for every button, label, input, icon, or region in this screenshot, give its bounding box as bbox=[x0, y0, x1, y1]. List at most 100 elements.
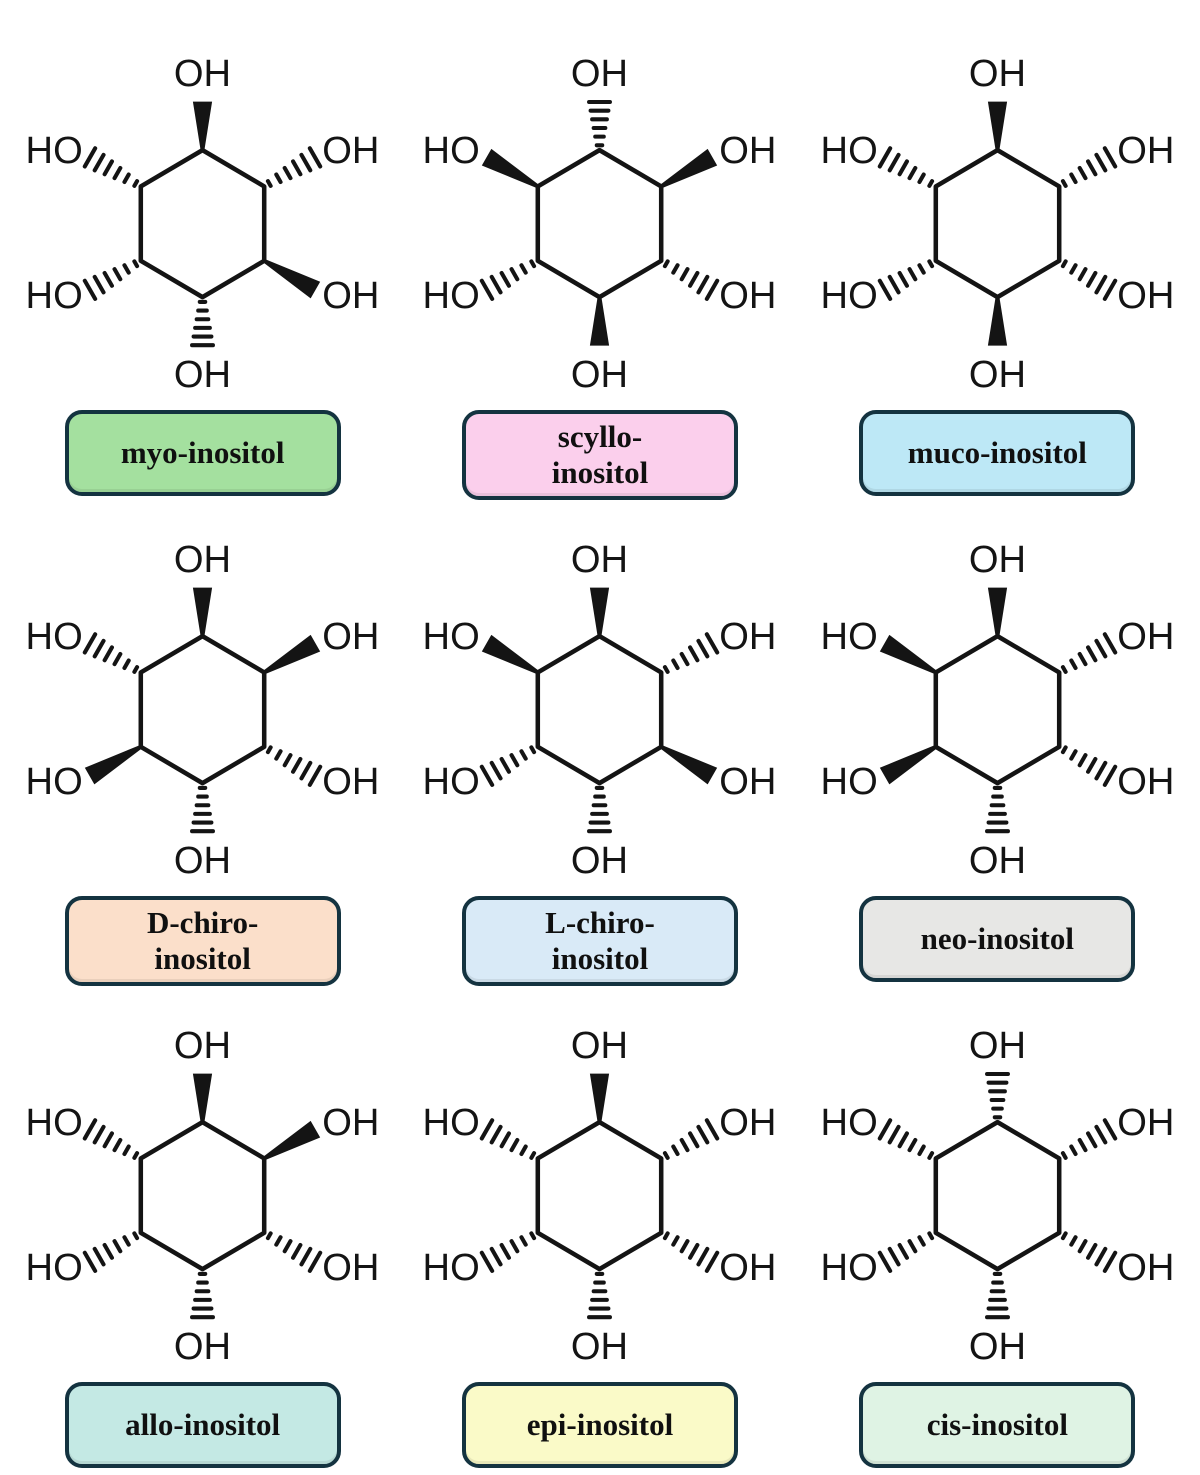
wedge-bond bbox=[193, 587, 213, 637]
hash-bond bbox=[663, 1118, 720, 1160]
atom-label: OH bbox=[322, 1247, 379, 1289]
wedge-bond bbox=[987, 101, 1007, 151]
molecule-label-line: inositol bbox=[154, 940, 251, 976]
molecule-label-text: scyllo-inositol bbox=[552, 419, 648, 491]
hash-bond bbox=[1060, 146, 1118, 188]
atom-label: HO bbox=[26, 275, 83, 317]
wedge-bond bbox=[193, 101, 213, 151]
atom-label: HO bbox=[423, 616, 480, 658]
molecule-label-text: D-chiro-inositol bbox=[147, 905, 258, 977]
atom-label: OH bbox=[1117, 616, 1174, 658]
atom-label: OH bbox=[969, 840, 1026, 882]
hash-bond bbox=[266, 146, 323, 188]
hash-bond bbox=[663, 632, 720, 674]
atom-label: HO bbox=[26, 1102, 83, 1144]
hash-bond bbox=[190, 785, 216, 834]
hash-bond bbox=[877, 1118, 934, 1160]
molecule-label-line: D-chiro- bbox=[146, 904, 259, 940]
hash-bond bbox=[190, 1271, 216, 1320]
atom-label: OH bbox=[720, 130, 777, 172]
wedge-bond bbox=[590, 1073, 610, 1123]
atom-label: OH bbox=[322, 275, 379, 317]
cyclohexane-ring bbox=[933, 1119, 1062, 1272]
hash-bond bbox=[480, 259, 537, 301]
wedge-bond bbox=[193, 1073, 213, 1123]
hash-bond bbox=[587, 785, 613, 834]
atom-label: HO bbox=[820, 1102, 877, 1144]
hash-bond bbox=[190, 299, 216, 348]
molecule-label-text: neo-inositol bbox=[921, 921, 1074, 957]
molecule-label-line: scyllo- bbox=[557, 419, 643, 454]
molecule-label: allo-inositol bbox=[64, 1381, 341, 1468]
molecule-label: cis-inositol bbox=[859, 1381, 1136, 1468]
hash-bond bbox=[663, 1231, 720, 1273]
atom-label: OH bbox=[571, 1025, 628, 1067]
hash-bond bbox=[82, 1118, 140, 1160]
molecule-label-text: cis-inositol bbox=[927, 1407, 1068, 1443]
cyclohexane-ring bbox=[138, 147, 267, 300]
atom-label: OH bbox=[1117, 130, 1174, 172]
atom-label: OH bbox=[174, 1326, 231, 1368]
atom-label: OH bbox=[1117, 1247, 1174, 1289]
wedge-bond bbox=[482, 148, 540, 189]
atom-label: HO bbox=[26, 616, 83, 658]
cyclohexane-ring bbox=[138, 1119, 267, 1272]
hash-bond bbox=[1060, 745, 1118, 787]
atom-label: HO bbox=[820, 275, 877, 317]
atom-label: OH bbox=[720, 761, 777, 803]
cyclohexane-ring bbox=[536, 1119, 664, 1272]
atom-label: HO bbox=[423, 761, 480, 803]
hash-bond bbox=[1060, 632, 1118, 674]
hash-bond bbox=[82, 1231, 140, 1273]
hash-bond bbox=[480, 1118, 537, 1160]
hash-bond bbox=[266, 745, 323, 787]
wedge-bond bbox=[987, 587, 1007, 637]
wedge-bond bbox=[263, 634, 321, 675]
atom-label: HO bbox=[820, 761, 877, 803]
hash-bond bbox=[984, 785, 1010, 834]
atom-label: OH bbox=[322, 130, 379, 172]
molecule-label-line: inositol bbox=[551, 454, 649, 490]
cyclohexane-ring bbox=[536, 147, 664, 300]
hash-bond bbox=[1060, 259, 1118, 301]
hash-bond bbox=[266, 1231, 323, 1273]
atom-label: OH bbox=[174, 840, 231, 882]
hash-bond bbox=[663, 259, 720, 301]
wedge-bond bbox=[879, 634, 937, 675]
molecule-label-text: muco-inositol bbox=[908, 435, 1087, 471]
wedge-bond bbox=[879, 744, 937, 785]
wedge-bond bbox=[987, 296, 1007, 346]
atom-label: HO bbox=[26, 1247, 83, 1289]
atom-label: OH bbox=[571, 53, 628, 95]
atom-label: OH bbox=[720, 1102, 777, 1144]
atom-label: HO bbox=[423, 1102, 480, 1144]
hash-bond bbox=[877, 146, 934, 188]
atom-label: OH bbox=[571, 539, 628, 581]
atom-label: OH bbox=[174, 539, 231, 581]
wedge-bond bbox=[84, 744, 143, 785]
atom-label: OH bbox=[720, 275, 777, 317]
molecule-label-text: epi-inositol bbox=[527, 1407, 673, 1443]
cyclohexane-ring bbox=[933, 147, 1062, 300]
cyclohexane-ring bbox=[138, 633, 267, 786]
atom-label: HO bbox=[26, 761, 83, 803]
hash-bond bbox=[1060, 1231, 1118, 1273]
molecule-label-line: muco-inositol bbox=[907, 435, 1087, 471]
molecule-label: muco-inositol bbox=[859, 410, 1136, 496]
molecule-label: L-chiro-inositol bbox=[461, 895, 738, 986]
hash-bond bbox=[1060, 1118, 1118, 1160]
